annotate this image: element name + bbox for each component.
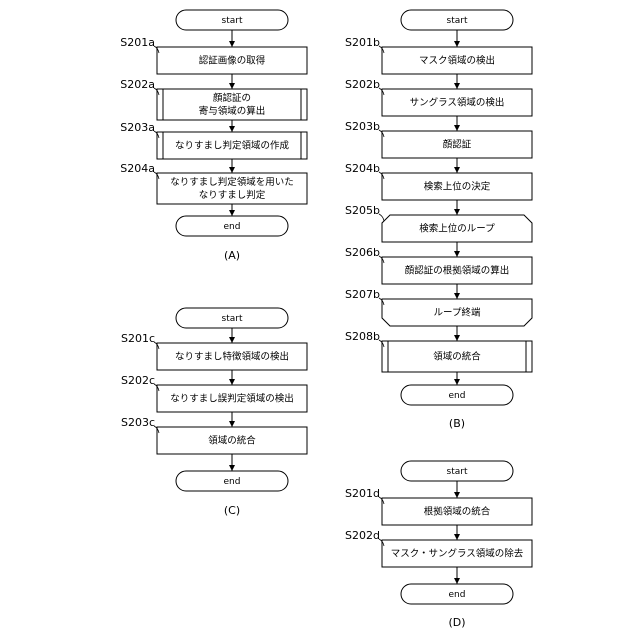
- fc1-step-3-id: S204b: [345, 162, 380, 175]
- fc1-step-0-id: S201b: [345, 36, 380, 49]
- fc2-end-terminal-label: end: [224, 477, 241, 487]
- fc1-step-1-id: S202b: [345, 78, 380, 91]
- fc2-step-2-text: 領域の統合: [208, 435, 256, 447]
- fc0-step-3-text-line1: なりすまし判定領域を用いた: [170, 176, 294, 188]
- fc0-step-2-text: なりすまし判定領域の作成: [175, 140, 290, 152]
- fc3-caption: (D): [448, 616, 465, 629]
- fc1-step-6-id: S207b: [345, 288, 380, 301]
- fc2-step-1-id: S202c: [121, 374, 155, 387]
- fc0-step-3-text-line2: なりすまし判定: [199, 189, 266, 201]
- fc1-end-terminal-label: end: [449, 391, 466, 401]
- fc1-step-7-id: S208b: [345, 330, 380, 343]
- fc1-step-5-text: 顔認証の根拠領域の算出: [405, 265, 510, 277]
- fc1-step-6-text: ループ終端: [434, 307, 481, 319]
- fc1-step-4-id: S205b: [345, 204, 380, 217]
- fc0-step-1-id: S202a: [120, 78, 155, 91]
- fc3-end-terminal-label: end: [449, 590, 466, 600]
- fc1-step-2-id: S203b: [345, 120, 380, 133]
- fc3-step-0-text: 根拠領域の統合: [424, 506, 491, 518]
- fc3-step-1-text: マスク・サングラス領域の除去: [391, 548, 524, 560]
- fc0-step-1-text-line2: 寄与領域の算出: [199, 105, 266, 117]
- fc2-start-terminal-label: start: [222, 314, 243, 324]
- fc3-start-terminal-label: start: [447, 467, 468, 477]
- fc2-step-0-text: なりすまし特徴領域の検出: [175, 351, 289, 363]
- fc2-step-1-text: なりすまし誤判定領域の検出: [170, 393, 294, 405]
- fc2-step-2-id: S203c: [121, 416, 155, 429]
- fc1-caption: (B): [449, 417, 465, 430]
- fc1-step-3-text: 検索上位の決定: [424, 181, 491, 193]
- fc0-step-0-text: 認証画像の取得: [199, 55, 266, 67]
- fc1-step-5-id: S206b: [345, 246, 380, 259]
- fc1-step-2-text: 顔認証: [443, 139, 472, 151]
- fc3-step-1-id: S202d: [345, 529, 380, 542]
- fc1-step-1-text: サングラス領域の検出: [410, 97, 505, 109]
- fc0-step-3-id: S204a: [120, 162, 155, 175]
- fc1-step-4-text: 検索上位のループ: [419, 223, 495, 235]
- fc0-caption: (A): [224, 249, 240, 262]
- fc2-step-0-id: S201c: [121, 332, 155, 345]
- fc0-start-terminal-label: start: [222, 16, 243, 26]
- fc2-caption: (C): [224, 504, 240, 517]
- fc0-step-1-text-line1: 顔認証の: [213, 92, 251, 104]
- fc0-step-2-id: S203a: [120, 121, 155, 134]
- fc1-step-0-text: マスク領域の検出: [419, 55, 495, 67]
- fc1-step-7-text: 領域の統合: [433, 351, 481, 363]
- fc0-step-0-id: S201a: [120, 36, 155, 49]
- fc3-step-0-id: S201d: [345, 487, 380, 500]
- fc0-end-terminal-label: end: [224, 222, 241, 232]
- fc1-start-terminal-label: start: [447, 16, 468, 26]
